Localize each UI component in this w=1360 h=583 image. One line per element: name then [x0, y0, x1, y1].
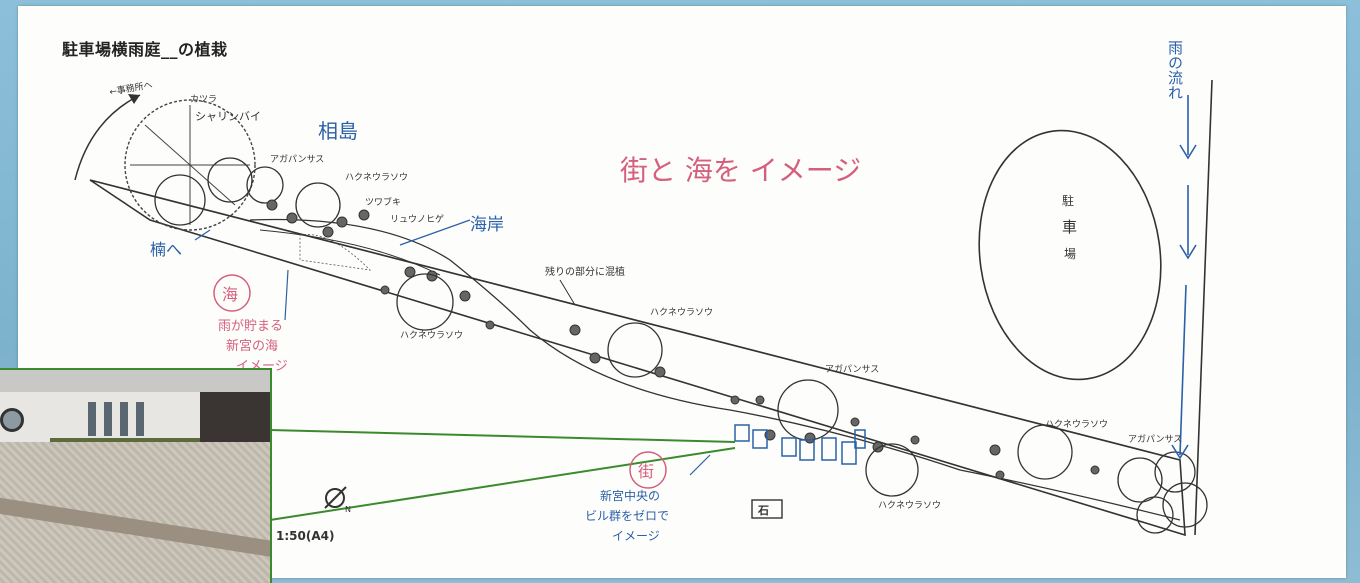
label-umi-note-1: 雨が貯まる	[218, 319, 283, 334]
label-to-kusu: 楠へ	[150, 240, 182, 259]
label-hakone-1: ハクネウラソウ	[345, 172, 408, 183]
label-parking-2: 車	[1062, 218, 1077, 236]
label-machi-note-1: 新宮中央の	[600, 488, 660, 503]
city-blocks	[734, 424, 866, 465]
machi-circle-mark	[629, 451, 667, 489]
label-north: N	[345, 505, 351, 514]
label-parking-1: 駐	[1062, 193, 1074, 208]
photo-callout-top	[269, 429, 736, 443]
shrub-circle	[154, 174, 206, 226]
tree-large	[124, 99, 256, 231]
shrub-circle	[246, 166, 284, 204]
boundary-line	[1194, 79, 1213, 536]
label-machi: 街	[638, 462, 654, 481]
leader-line	[399, 219, 471, 246]
hakone-circle	[396, 273, 454, 331]
shrub-circle	[207, 157, 253, 203]
site-photo	[0, 368, 272, 583]
label-agapanthus-3: アガパンサス	[1128, 434, 1182, 445]
parking-oval	[978, 129, 1162, 381]
label-yamaboushi: カツラ	[190, 94, 217, 105]
label-hakone-2: ハクネウラソウ	[400, 330, 463, 341]
rain-flow-arrows	[1171, 95, 1197, 460]
tree-spoke	[144, 124, 236, 206]
label-hakone-3: ハクネウラソウ	[650, 307, 713, 318]
shrub-circle	[295, 182, 341, 228]
label-umi-note-2: 新宮の海	[226, 338, 278, 354]
label-scale: 1:50(A4)	[276, 529, 334, 543]
stone-box	[751, 499, 783, 519]
leader-line	[194, 229, 211, 241]
hakone-circle	[607, 322, 663, 378]
wavy-divider-2	[259, 229, 441, 276]
hatch-area	[299, 234, 372, 271]
photo-callout-bottom	[269, 447, 736, 521]
label-machi-note-2: ビル群をゼロで	[585, 509, 669, 523]
hakone-circle	[1017, 424, 1073, 480]
label-kaigan: 海岸	[470, 215, 504, 235]
label-aiirojima: 相島	[318, 119, 358, 143]
plant-dots	[266, 199, 1100, 480]
label-umi: 海	[222, 285, 238, 304]
bed-outline	[89, 179, 1186, 537]
entrance-arrowhead	[128, 94, 140, 104]
label-stone: 石	[757, 504, 769, 517]
label-ryuunohige: リュウノヒゲ	[390, 213, 444, 225]
label-sharinbai: シャリンバイ	[195, 110, 261, 123]
leader-line	[559, 279, 576, 306]
label-concept: 街と 海を イメージ	[620, 154, 861, 187]
label-parking-3: 場	[1064, 247, 1076, 261]
label-agapanthus-2: アガパンサス	[825, 364, 879, 375]
agapanthus-circle	[777, 379, 839, 441]
label-mixed-planting: 残りの部分に混植	[545, 265, 625, 278]
page-title: 駐車場横雨庭__の植栽	[62, 40, 228, 59]
label-agapanthus-1: アガパンサス	[270, 154, 324, 165]
north-symbol	[324, 486, 347, 509]
label-hakone-5: ハクネウラソウ	[1045, 419, 1108, 430]
label-tsuwabuki: ツワブキ	[365, 196, 401, 208]
hakone-circle	[865, 443, 919, 497]
wavy-divider	[249, 218, 1181, 521]
label-rain-flow: 雨の流れ	[1166, 40, 1184, 100]
leader-line	[284, 269, 289, 321]
agapanthus-cluster	[1117, 451, 1208, 534]
leader-line	[689, 454, 711, 476]
label-machi-note-3: イメージ	[612, 529, 660, 543]
umi-circle-mark	[213, 274, 251, 312]
label-hakone-4: ハクネウラソウ	[878, 500, 941, 511]
entrance-arrow	[74, 94, 141, 181]
